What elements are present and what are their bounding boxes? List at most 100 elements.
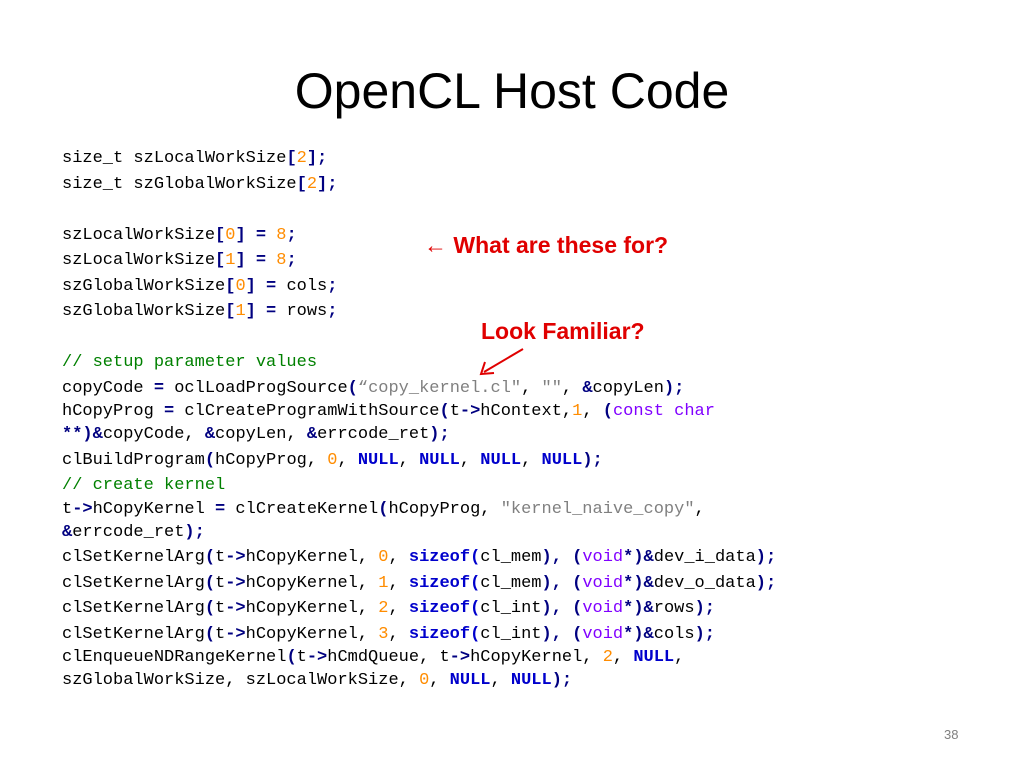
code-type: void	[582, 599, 624, 618]
code-token: hCopyKernel,	[245, 599, 379, 618]
code-token: oclLoadProgSource	[164, 378, 348, 398]
code-token: 2	[378, 599, 389, 618]
code-token: ->	[225, 624, 246, 644]
code-token: ] =	[235, 225, 277, 245]
code-token: szLocalWorkSize	[62, 251, 216, 270]
code-token: 1	[572, 402, 583, 421]
code-token: (	[204, 599, 216, 618]
code-token: clSetKernelArg	[62, 548, 205, 567]
code-token: 2	[306, 174, 318, 194]
code-token: ->	[72, 499, 93, 519]
code-token: ,	[398, 450, 420, 470]
code-token: ), (	[541, 548, 583, 567]
code-token: ->	[306, 648, 328, 667]
code-token: (	[378, 499, 389, 519]
code-token: hCopyProg	[62, 402, 165, 421]
code-token: 1	[378, 573, 389, 593]
code-token: errcode_ret	[72, 522, 185, 542]
arrow-icon	[479, 348, 524, 376]
code-line-continued: &errcode_ret);	[62, 520, 962, 546]
code-line-continued: szGlobalWorkSize, szLocalWorkSize, 0, NU…	[62, 668, 962, 694]
code-token: t	[439, 648, 450, 667]
code-token: ->	[225, 548, 246, 567]
code-token: rows	[653, 599, 695, 618]
code-token: 0	[225, 225, 236, 245]
code-token: (	[204, 548, 216, 567]
code-token: ,	[490, 671, 511, 690]
code-token: ];	[317, 174, 338, 194]
code-token: t	[215, 573, 226, 593]
slide-title: OpenCL Host Code	[294, 63, 730, 119]
code-token: **)&	[62, 425, 103, 444]
code-token: hContext,	[480, 402, 573, 421]
code-token: );	[184, 522, 205, 542]
code-token: hCmdQueue,	[327, 648, 440, 667]
code-keyword: NULL	[541, 450, 583, 470]
code-token: 2	[602, 648, 613, 667]
code-token: clSetKernelArg	[62, 599, 205, 618]
code-line: clSetKernelArg(t->hCopyKernel, 2, sizeof…	[62, 596, 962, 622]
code-token: ,	[337, 450, 358, 470]
code-token: ->	[449, 648, 471, 667]
code-token: hCopyKernel,	[245, 573, 379, 593]
code-token: cl_int	[480, 624, 542, 644]
code-token: szGlobalWorkSize	[62, 276, 226, 296]
code-blank-line	[62, 197, 962, 223]
code-string: “copy_kernel.cl"	[357, 378, 522, 398]
code-token: szGlobalWorkSize, szLocalWorkSize,	[62, 671, 420, 690]
code-token: cl_int	[480, 599, 542, 618]
code-token: t	[215, 599, 226, 618]
code-comment-line: // setup parameter values	[62, 350, 962, 376]
code-token: ];	[306, 149, 328, 168]
code-token: 0	[419, 671, 430, 690]
code-token: [	[215, 225, 226, 245]
code-token: dev_i_data	[653, 548, 756, 567]
code-line: clSetKernelArg(t->hCopyKernel, 3, sizeof…	[62, 622, 962, 648]
code-token: 1	[235, 302, 246, 321]
code-token: (	[204, 573, 216, 593]
code-line: hCopyProg = clCreateProgramWithSource(t-…	[62, 401, 962, 422]
code-token: );	[663, 378, 685, 398]
code-keyword: sizeof(	[408, 624, 481, 644]
code-token: [	[286, 149, 297, 168]
code-line: clBuildProgram(hCopyProg, 0, NULL, NULL,…	[62, 448, 962, 474]
code-token: ,	[459, 450, 481, 470]
code-token: [	[225, 302, 236, 321]
code-token: =	[153, 378, 165, 398]
code-token: ;	[327, 302, 338, 321]
code-token: cl_mem	[480, 573, 542, 593]
code-token: ,	[521, 378, 542, 398]
code-keyword: NULL	[480, 450, 522, 470]
code-line: t->hCopyKernel = clCreateKernel(hCopyPro…	[62, 499, 962, 520]
code-line: copyCode = oclLoadProgSource(“copy_kerne…	[62, 376, 962, 402]
code-token: &	[306, 425, 318, 444]
code-token: cols	[286, 276, 328, 296]
code-token: );	[694, 624, 715, 644]
code-comment: // create kernel	[62, 476, 226, 495]
code-token: 0	[378, 548, 389, 567]
code-token: cl_mem	[480, 548, 542, 567]
code-token: );	[694, 599, 715, 618]
code-token: ->	[225, 599, 246, 618]
code-token: rows	[286, 302, 328, 321]
code-line: clEnqueueNDRangeKernel(t->hCmdQueue, t->…	[62, 647, 962, 668]
code-token: hCopyKernel	[92, 499, 216, 519]
code-token: hCopyKernel,	[470, 648, 603, 667]
code-type: void	[582, 548, 624, 567]
code-token: =	[164, 402, 175, 421]
code-token: ,	[521, 450, 542, 470]
code-token: szGlobalWorkSize	[62, 302, 226, 321]
code-token: ,	[694, 499, 705, 519]
code-token: t	[215, 548, 226, 567]
code-token: ;	[286, 251, 297, 270]
code-comment: // setup parameter values	[62, 353, 318, 372]
code-line-continued: **)&copyCode, &copyLen, &errcode_ret);	[62, 422, 962, 448]
code-token: ;	[286, 225, 297, 245]
code-comment-line: // create kernel	[62, 473, 962, 499]
code-token: t	[449, 402, 460, 421]
code-token: ,	[582, 402, 603, 421]
code-line: szLocalWorkSize[0] = 8;	[62, 223, 962, 249]
code-token: copyCode,	[102, 425, 205, 444]
code-token: [	[225, 276, 236, 296]
code-token: size_t szGlobalWorkSize	[62, 174, 297, 194]
